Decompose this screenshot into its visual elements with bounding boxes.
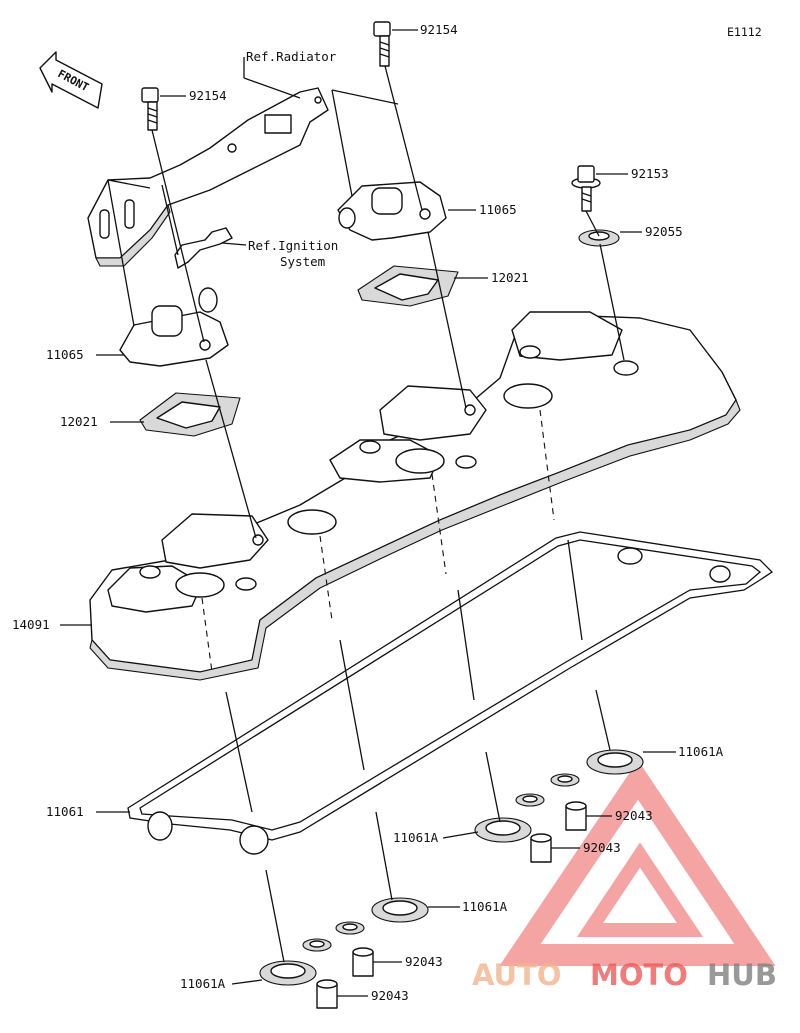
washer-92055: [578, 229, 620, 247]
plug-gasket-set-1: [550, 749, 644, 787]
label-11061A-3: 11061A: [462, 899, 508, 914]
dowel-pin-1: [565, 801, 587, 831]
breather-cover-right: [337, 181, 447, 241]
cylinder-head-cover: [89, 311, 741, 681]
gasket-12021-left: [139, 392, 241, 437]
label-92154-top: 92154: [420, 22, 458, 37]
label-92043-2: 92043: [583, 840, 621, 855]
watermark-text: AUTO MOTO HUB: [472, 958, 777, 992]
plug-gasket-set-2: [474, 793, 545, 843]
watermark-logo: [499, 760, 776, 966]
watermark-triangle-icon: [499, 760, 776, 966]
front-arrow-icon: FRONT: [39, 51, 103, 109]
label-14091: 14091: [12, 617, 50, 632]
label-92154-left: 92154: [189, 88, 227, 103]
label-ref-ignition-system: System: [280, 254, 325, 269]
plug-gasket-set-3: [335, 897, 429, 935]
label-92043-3: 92043: [405, 954, 443, 969]
label-ref-radiator: Ref.Radiator: [246, 49, 337, 64]
label-11061A-1: 11061A: [678, 744, 724, 759]
assembly-lines: [107, 65, 625, 963]
gasket-12021-right: [357, 265, 459, 307]
label-12021-left: 12021: [60, 414, 98, 429]
label-92055: 92055: [645, 224, 683, 239]
breather-cover-left: [119, 287, 229, 367]
bolt-92154-top: [373, 21, 391, 67]
label-92043-1: 92043: [615, 808, 653, 823]
diagram-code: E1112: [727, 25, 762, 39]
watermark-hub: HUB: [707, 958, 777, 992]
leader-lines: [60, 29, 676, 997]
dowel-pin-2: [530, 833, 552, 863]
dowel-pin-3: [352, 947, 374, 977]
part-labels: 92154 92154 92153 92055 11065 11065 1202…: [12, 22, 724, 1003]
label-11065-right: 11065: [479, 202, 517, 217]
cover-gasket: [127, 531, 774, 855]
label-ref-ignition: Ref.Ignition: [248, 238, 338, 253]
label-11061A-2: 11061A: [393, 830, 439, 845]
watermark-moto: MOTO: [590, 958, 688, 992]
label-11061A-4: 11061A: [180, 976, 226, 991]
bolt-92153: [571, 165, 601, 212]
watermark-auto: AUTO: [472, 958, 562, 992]
ignition-bracket: [174, 227, 233, 269]
label-92043-4: 92043: [371, 988, 409, 1003]
plug-gasket-set-4: [259, 938, 332, 986]
label-92153: 92153: [631, 166, 669, 181]
label-11065-left: 11065: [46, 347, 84, 362]
label-11061: 11061: [46, 804, 84, 819]
label-12021-right: 12021: [491, 270, 529, 285]
bolt-92154-left: [141, 87, 159, 131]
radiator-bracket: [87, 87, 329, 267]
dowel-pin-4: [316, 979, 338, 1009]
